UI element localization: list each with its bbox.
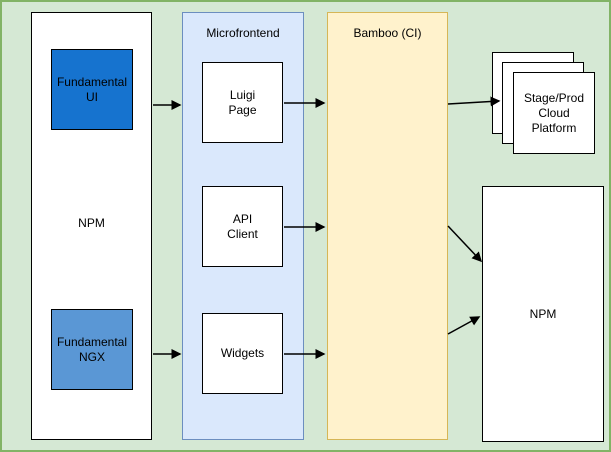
- node-fundamental-ui: Fundamental UI: [51, 49, 133, 130]
- node-widgets: Widgets: [202, 313, 283, 394]
- node-luigi-page: Luigi Page: [202, 62, 283, 143]
- edge-bamboo-to-npm-upper: [447, 225, 483, 263]
- edge-bamboo-to-npm-lower: [447, 316, 481, 335]
- node-stage-prod-cloud-platform: Stage/Prod Cloud Platform: [513, 72, 595, 154]
- node-api-client: API Client: [202, 186, 283, 267]
- npm-left-container-label: NPM: [78, 216, 105, 230]
- node-npm-registry: NPM: [482, 186, 604, 442]
- microfrontend-container-label: Microfrontend: [206, 26, 280, 40]
- node-fundamental-ngx: Fundamental NGX: [51, 309, 133, 390]
- bamboo-ci-container: Bamboo (CI): [327, 12, 448, 440]
- bamboo-ci-container-label: Bamboo (CI): [353, 26, 422, 40]
